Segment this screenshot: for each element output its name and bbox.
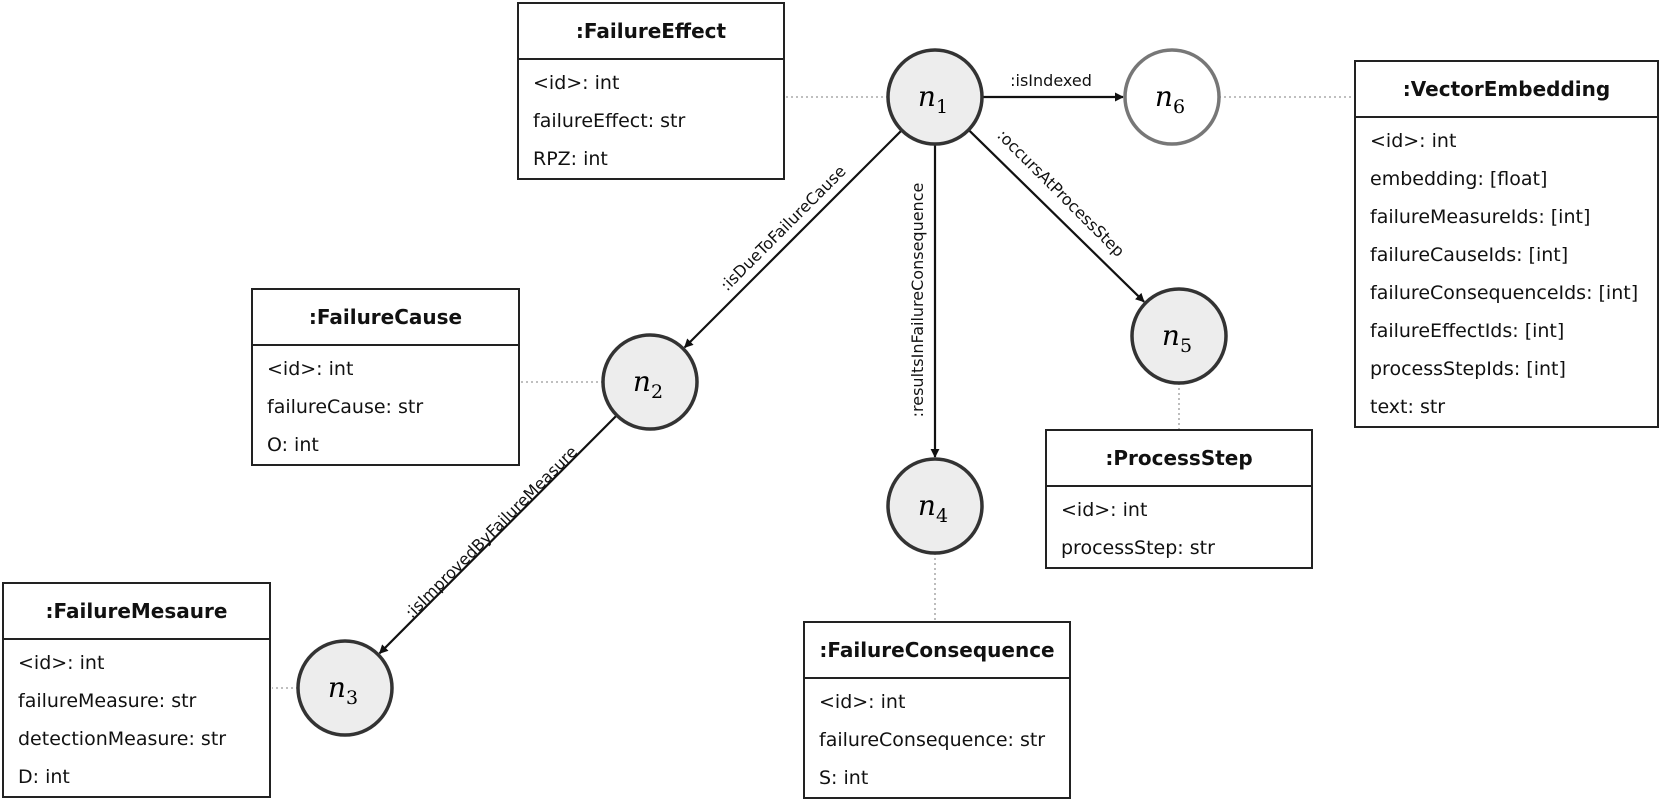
class-attribute: <id>: int <box>267 358 354 380</box>
node-label: n4 <box>918 489 948 527</box>
node-label: n2 <box>633 365 663 403</box>
node-label: n3 <box>328 671 358 709</box>
class-attribute: <id>: int <box>1061 499 1148 521</box>
node-n4[interactable]: n4 <box>886 457 984 555</box>
node-label-base: n <box>918 489 936 522</box>
class-attribute: failureConsequenceIds: [int] <box>1370 282 1639 304</box>
class-attribute: embedding: [float] <box>1370 168 1548 190</box>
node-n6[interactable]: n6 <box>1123 48 1221 146</box>
node-label-subscript: 1 <box>936 96 948 118</box>
class-attribute: <id>: int <box>1370 130 1457 152</box>
node-n2[interactable]: n2 <box>601 333 699 431</box>
class-vector-embedding: :VectorEmbedding <id>: int embedding: [f… <box>1354 60 1659 428</box>
class-attribute: failureEffect: str <box>533 110 686 132</box>
node-label-subscript: 3 <box>346 687 358 709</box>
class-title: :FailureEffect <box>519 4 783 60</box>
class-attribute: processStep: str <box>1061 537 1215 559</box>
node-circle <box>601 333 699 431</box>
class-attribute: RPZ: int <box>533 148 608 170</box>
class-attribute: <id>: int <box>18 652 105 674</box>
node-label: n6 <box>1155 80 1185 118</box>
node-circle <box>296 639 394 737</box>
class-attribute: S: int <box>819 767 869 789</box>
node-label: n1 <box>918 80 948 118</box>
class-failure-consequence: :FailureConsequence <id>: int failureCon… <box>803 621 1071 799</box>
node-circle <box>1130 287 1228 385</box>
node-label-base: n <box>1162 319 1180 352</box>
class-title: :FailureMesaure <box>4 584 269 640</box>
class-attribute: D: int <box>18 766 70 788</box>
class-attributes: <id>: int failureCause: str O: int <box>253 346 518 464</box>
class-attribute: processStepIds: [int] <box>1370 358 1566 380</box>
class-attributes: <id>: int failureMeasure: str detectionM… <box>4 640 269 796</box>
class-attributes: <id>: int processStep: str <box>1047 487 1311 567</box>
class-attribute: failureMeasure: str <box>18 690 197 712</box>
edge-label: :isImprovedByFailureMeasure <box>401 442 581 622</box>
node-label-subscript: 6 <box>1173 96 1185 118</box>
class-process-step: :ProcessStep <id>: int processStep: str <box>1045 429 1313 569</box>
edge-label: :isDueToFailureCause <box>717 162 850 295</box>
class-title: :VectorEmbedding <box>1356 62 1657 118</box>
node-circle <box>886 457 984 555</box>
class-failure-cause: :FailureCause <id>: int failureCause: st… <box>251 288 520 466</box>
class-attribute: failureCause: str <box>267 396 424 418</box>
class-attributes: <id>: int embedding: [float] failureMeas… <box>1356 118 1657 426</box>
node-label-base: n <box>1155 80 1173 113</box>
node-n1[interactable]: n1 <box>886 48 984 146</box>
node-n5[interactable]: n5 <box>1130 287 1228 385</box>
node-label-base: n <box>633 365 651 398</box>
node-circle <box>886 48 984 146</box>
edge-n1-n2 <box>683 130 902 349</box>
class-attribute: detectionMeasure: str <box>18 728 227 750</box>
edge-n2-n3 <box>378 415 617 655</box>
connector-layer <box>272 96 1354 689</box>
class-failure-effect: :FailureEffect <id>: int failureEffect: … <box>517 2 785 180</box>
class-attribute: <id>: int <box>533 72 620 94</box>
class-attribute: failureCauseIds: [int] <box>1370 244 1569 266</box>
edge-label: :isIndexed <box>1010 71 1092 90</box>
node-label: n5 <box>1162 319 1192 357</box>
class-title: :ProcessStep <box>1047 431 1311 487</box>
node-label-base: n <box>918 80 936 113</box>
node-label-subscript: 5 <box>1180 335 1192 357</box>
class-attribute: failureMeasureIds: [int] <box>1370 206 1591 228</box>
node-label-subscript: 4 <box>936 505 948 527</box>
edge-label: :resultsInFailureConsequence <box>908 183 927 418</box>
node-label-base: n <box>328 671 346 704</box>
node-n3[interactable]: n3 <box>296 639 394 737</box>
class-title: :FailureConsequence <box>805 623 1069 679</box>
node-circle <box>1123 48 1221 146</box>
class-failure-measure: :FailureMesaure <id>: int failureMeasure… <box>2 582 271 798</box>
class-attribute: failureConsequence: str <box>819 729 1046 751</box>
class-attribute: text: str <box>1370 396 1446 418</box>
class-attribute: O: int <box>267 434 319 456</box>
edge-label: :occursAtProcessStep <box>993 126 1128 261</box>
node-label-subscript: 2 <box>651 381 663 403</box>
class-attributes: <id>: int failureEffect: str RPZ: int <box>519 60 783 178</box>
class-attributes: <id>: int failureConsequence: str S: int <box>805 679 1069 797</box>
edge-n1-n5 <box>968 129 1145 303</box>
class-attribute: <id>: int <box>819 691 906 713</box>
class-attribute: failureEffectIds: [int] <box>1370 320 1565 342</box>
class-title: :FailureCause <box>253 290 518 346</box>
